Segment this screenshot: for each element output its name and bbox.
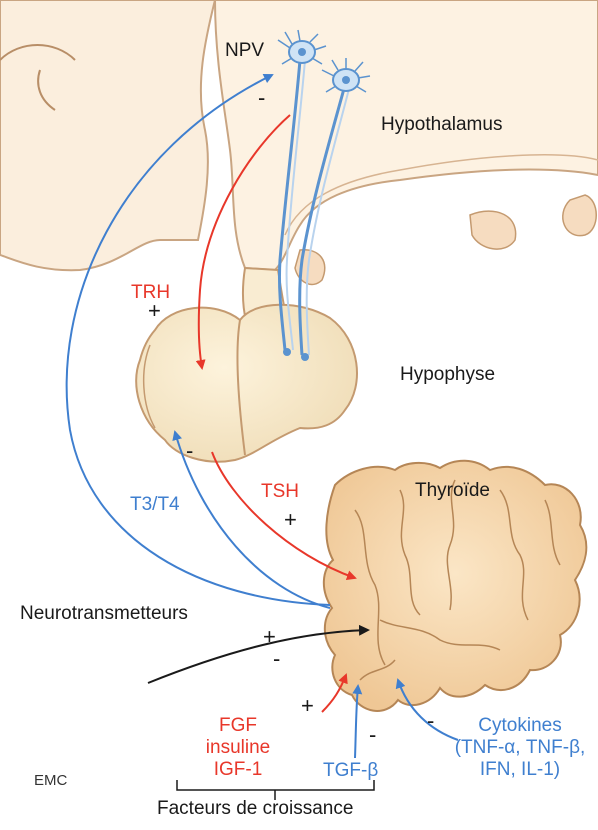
t3t4-label: T3/T4 — [130, 494, 180, 516]
facteurs-label: Facteurs de croissance — [157, 798, 353, 820]
fgf-label: FGF — [203, 715, 273, 737]
neurotransmetteurs-label: Neurotransmetteurs — [20, 603, 188, 625]
tgfb-label: TGF-β — [323, 760, 378, 782]
fgf-plus-sign: + — [301, 693, 314, 718]
hypophyse-label: Hypophyse — [400, 364, 495, 386]
cytokines-list-line1: (TNF-α, TNF-β, — [445, 737, 595, 759]
neuro-minus-sign: - — [273, 646, 280, 671]
insuline-label: insuline — [193, 737, 283, 759]
trh-plus-sign: + — [148, 298, 161, 323]
hypophyse-minus-sign: - — [186, 438, 193, 463]
cytokines-label: Cytokines — [445, 715, 595, 737]
npv-label: NPV — [225, 40, 264, 62]
facteurs-bracket — [177, 780, 374, 800]
thyroide-label: Thyroïde — [415, 480, 490, 502]
tsh-plus-sign: + — [284, 507, 297, 532]
igf1-label: IGF-1 — [203, 759, 273, 781]
cytokines-list-line2: IFN, IL-1) — [445, 759, 595, 781]
tsh-label: TSH — [261, 481, 299, 503]
npv-minus-sign: - — [258, 85, 265, 110]
hypothalamus-label: Hypothalamus — [381, 114, 502, 136]
emc-logo: EMC — [34, 772, 67, 789]
cytokines-minus-sign: - — [427, 708, 434, 733]
tgfb-minus-sign: - — [369, 722, 376, 747]
